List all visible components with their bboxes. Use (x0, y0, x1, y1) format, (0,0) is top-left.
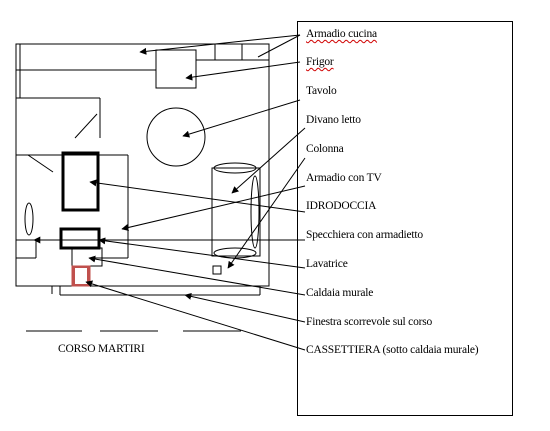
legend-label-specchiera: Specchiera con armadietto (306, 229, 423, 241)
connector-tavolo (182, 99, 301, 138)
legend-label-finestra: Finestra scorrevole sul corso (306, 316, 433, 328)
tavolo-shape (146, 107, 206, 167)
connector-frigor (185, 61, 301, 81)
connector-armadio-cucina-branch (257, 34, 301, 58)
connector-lavatrice (98, 237, 306, 269)
legend-box (297, 21, 513, 416)
connector-colonna (227, 157, 306, 269)
street-label: CORSO MARTIRI (58, 343, 145, 355)
legend-label-armadio-cucina: Armadio cucina (306, 28, 377, 40)
legend-label-tavolo: Tavolo (306, 85, 337, 97)
cassettiera-inner (75, 268, 87, 284)
frigor-shape (155, 49, 197, 89)
legend-label-frigor: Frigor (306, 56, 334, 68)
connector-divano (231, 127, 306, 194)
outer-wall (15, 43, 270, 287)
caldaia-shape (71, 247, 103, 267)
shower-ellipse (24, 202, 34, 236)
idrodoccia-shape (61, 151, 100, 212)
connector-idrodoccia (89, 179, 306, 213)
connector-cassettiera (85, 280, 306, 351)
legend-label-armadio-tv: Armadio con TV (306, 172, 382, 184)
divano-letto-shape (212, 265, 222, 275)
legend-label-colonna: Colonna (306, 143, 344, 155)
legend-label-cassettiera: CASSETTIERA (sotto caldaia murale) (306, 344, 479, 356)
connector-caldaia (88, 255, 306, 296)
legend-label-caldaia: Caldaia murale (306, 287, 374, 299)
connector-finestra (184, 292, 306, 323)
armadio-tv-shape (250, 175, 260, 249)
connector-armadio-cucina (139, 34, 301, 55)
colonna-top (213, 162, 257, 174)
door-swing (74, 113, 98, 139)
legend-label-idrodoccia: IDRODOCCIA (306, 200, 377, 212)
legend-label-divano-letto: Divano letto (306, 114, 361, 126)
door-swing (27, 154, 54, 173)
legend-label-lavatrice: Lavatrice (306, 258, 348, 270)
connector-armadio-tv (121, 185, 306, 231)
specchiera-shape (59, 227, 101, 250)
